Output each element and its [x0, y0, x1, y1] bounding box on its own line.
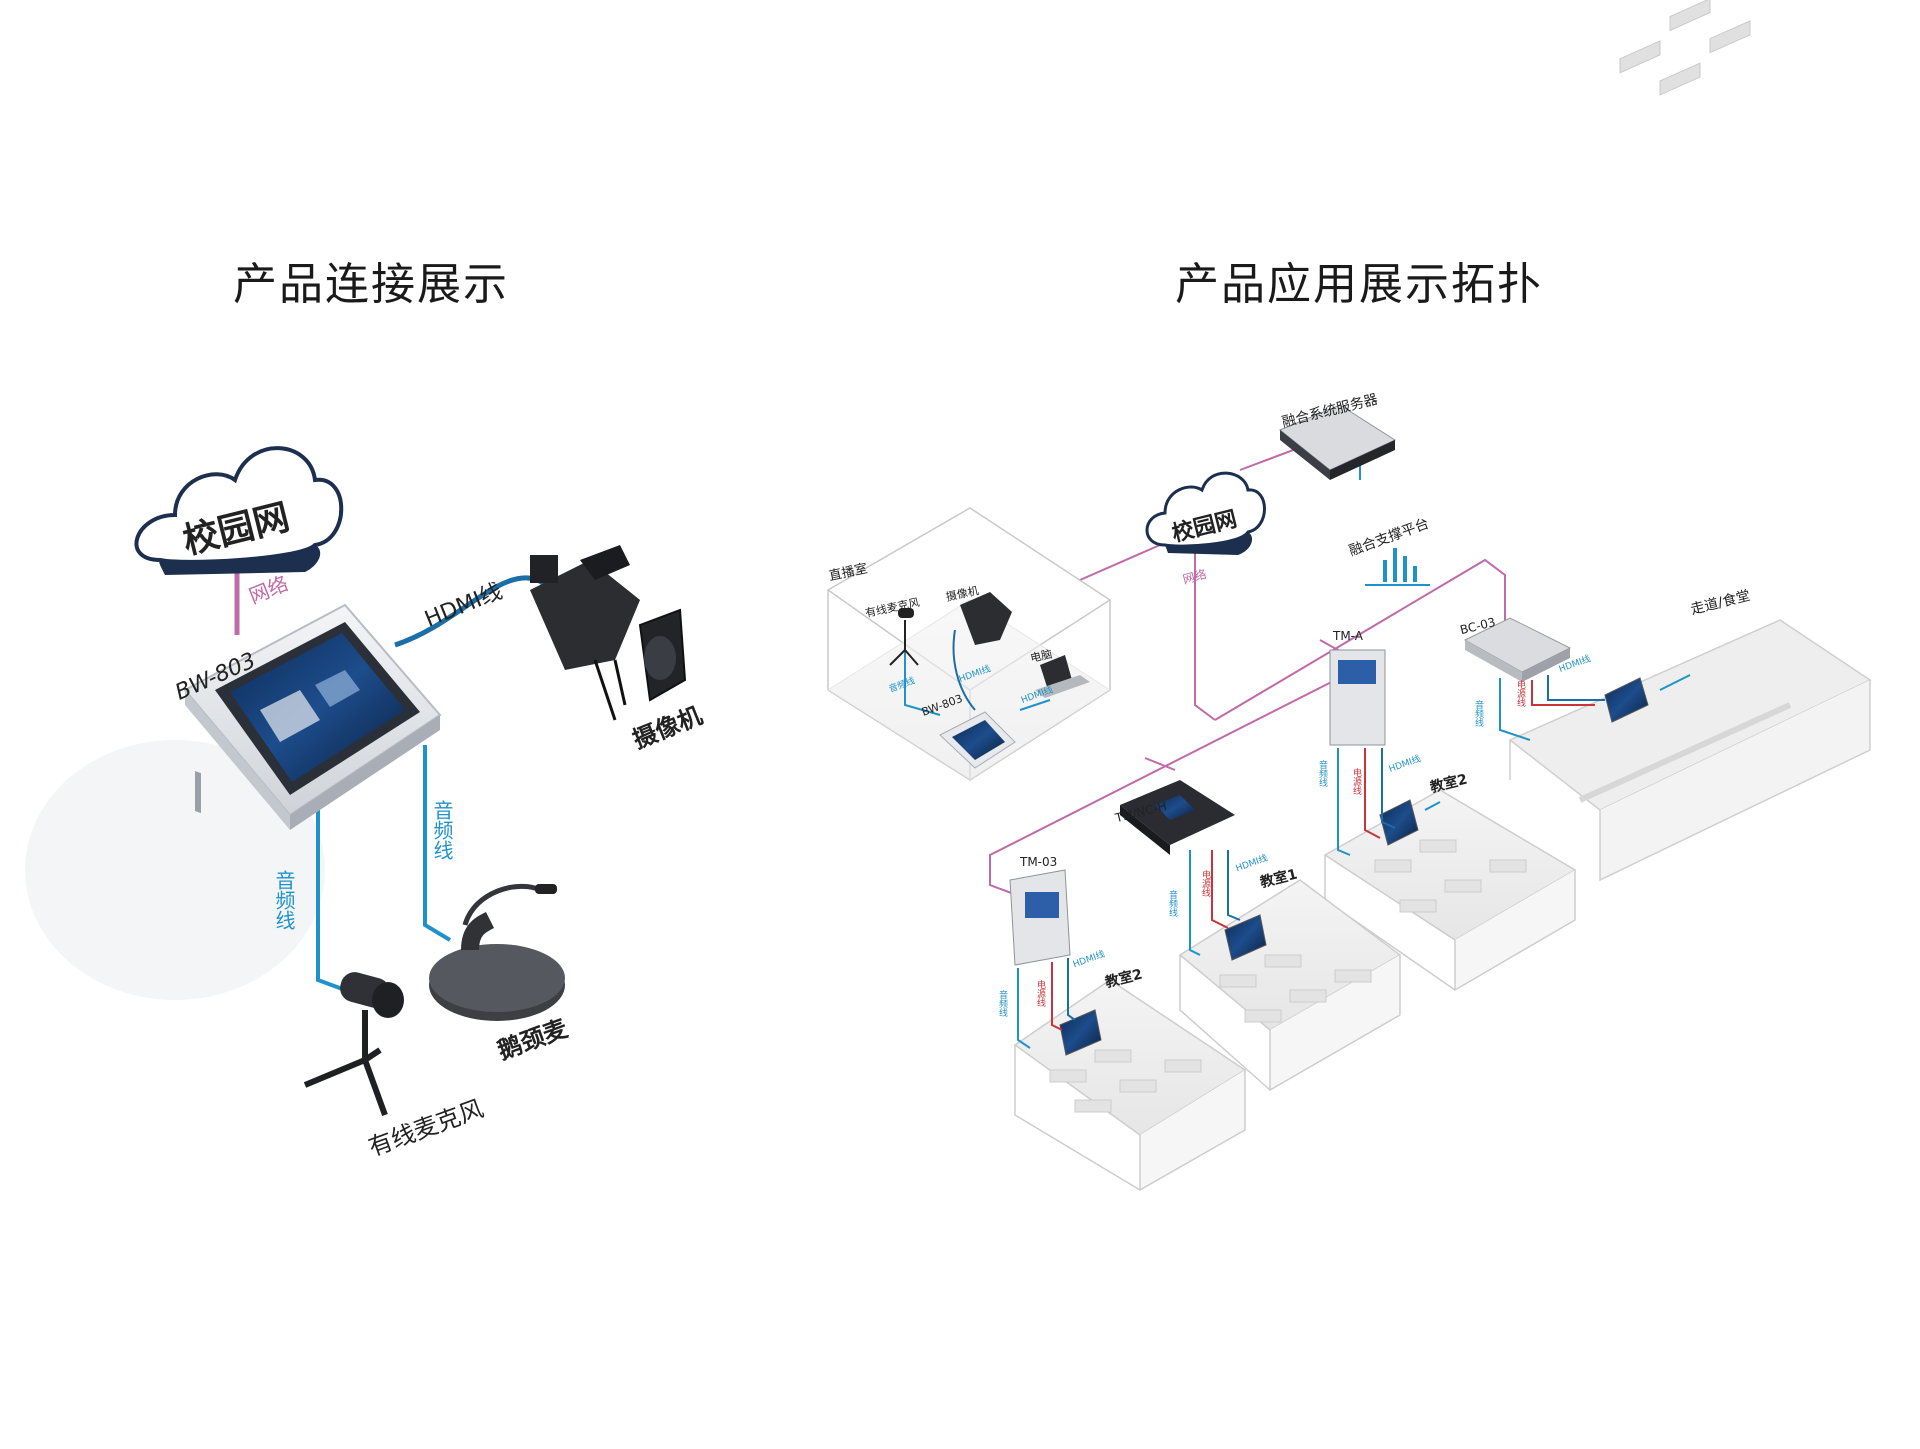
svg-text:音频线: 音频线: [272, 870, 296, 930]
left-network-line-label: 网络: [246, 571, 292, 608]
tm-nc-h-device-icon: [1120, 780, 1235, 855]
studio-camera-label: 摄像机: [945, 583, 980, 604]
left-camera-label: 摄像机: [629, 701, 706, 754]
tm-03-audio-label: 音频线: [997, 989, 1008, 1017]
tm-a-label: TM-A: [1332, 629, 1364, 643]
tm-03-label: TM-03: [1019, 855, 1057, 869]
studio-room-label: 直播室: [827, 560, 868, 584]
tm-a-room-label: 教室2: [1428, 771, 1469, 797]
studio-pc-label: 电脑: [1029, 648, 1053, 665]
bc-03-audio-label: 音频线: [1473, 699, 1484, 727]
studio-room: [826, 507, 1112, 781]
right-topology-diagram: 校园网 网络 融合系统服务器 融合支撑平台: [826, 0, 1872, 1192]
tm-03-room-label: 教室2: [1103, 966, 1144, 992]
left-audio-label-b: 音频线: [430, 800, 454, 860]
bc-03-cables: [1499, 674, 1691, 741]
tma-classroom: [1323, 789, 1577, 992]
network-lines: [989, 439, 1506, 901]
bc-03-screen-icon: [1604, 677, 1649, 723]
tm-nc-h-audio-label: 音频线: [1167, 889, 1178, 917]
tm-nc-h-power-label: 电源线: [1200, 869, 1211, 897]
left-connection-diagram: 校园网 网络 BW-803 HDMI线 摄像机 音频线: [25, 446, 706, 1162]
tm-03-device-icon: [1009, 869, 1071, 966]
left-audio-label-a: 音频线: [272, 870, 296, 930]
gooseneck-mic-icon: [429, 883, 565, 1021]
right-title: 产品应用展示拓扑: [1175, 259, 1543, 310]
campus-network-cloud-icon: [134, 446, 344, 575]
corridor-cafeteria-zone: [1508, 0, 1872, 882]
bw-803-device-icon: [183, 603, 442, 830]
bc-03-power-label: 电源线: [1515, 679, 1526, 707]
tm-03-power-label: 电源线: [1035, 979, 1046, 1007]
platform-label: 融合支撑平台: [1347, 516, 1431, 560]
left-gooseneck-label: 鹅颈麦: [494, 1014, 572, 1065]
tm-a-hdmi-label: HDMI线: [1387, 752, 1422, 775]
wired-mic-icon: [303, 972, 404, 1117]
audio-cable-mic: [316, 805, 346, 992]
left-title: 产品连接展示: [233, 259, 509, 310]
audio-cable-gooseneck: [423, 745, 452, 942]
tm03-classroom: [1013, 979, 1247, 1192]
tm-a-cables: [1337, 748, 1441, 856]
right-campus-cloud-icon: [1145, 471, 1266, 555]
fusion-platform-icon: [1365, 548, 1430, 586]
tm-nc-h-cables: [1189, 850, 1241, 956]
right-network-label: 网络: [1181, 566, 1208, 587]
fusion-server-icon: [1279, 404, 1397, 480]
tm-03-cables: [1017, 958, 1076, 1049]
camera-icon: [530, 545, 687, 721]
tm-a-power-label: 电源线: [1351, 767, 1362, 795]
corridor-label: 走道/食堂: [1689, 587, 1752, 618]
tm-a-device-icon: [1329, 649, 1386, 746]
tmnch-classroom: [1178, 879, 1402, 1092]
bc-03-device-icon: [1463, 617, 1572, 682]
left-hdmi-label: HDMI线: [421, 579, 505, 633]
tm-a-audio-label: 音频线: [1317, 759, 1328, 787]
tm-nc-h-hdmi-label: HDMI线: [1234, 852, 1269, 875]
svg-text:音频线: 音频线: [430, 800, 454, 860]
tm-03-hdmi-label: HDMI线: [1071, 948, 1106, 971]
